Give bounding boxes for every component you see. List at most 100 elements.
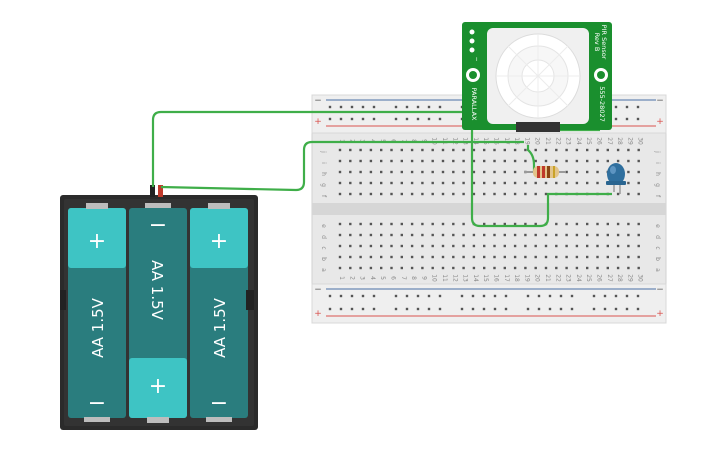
- breadboard-hole[interactable]: [616, 192, 620, 196]
- breadboard-hole[interactable]: [493, 233, 496, 237]
- breadboard-hole[interactable]: [349, 266, 352, 270]
- breadboard-hole[interactable]: [462, 266, 465, 270]
- breadboard-hole[interactable]: [493, 266, 496, 270]
- breadboard-hole[interactable]: [438, 294, 442, 298]
- breadboard-hole[interactable]: [405, 105, 409, 109]
- breadboard-hole[interactable]: [513, 192, 517, 196]
- battery-cell-1[interactable]: + AA 1.5V −: [68, 203, 126, 422]
- breadboard-hole[interactable]: [380, 192, 383, 196]
- breadboard-hole[interactable]: [349, 159, 352, 163]
- breadboard-hole[interactable]: [616, 233, 620, 237]
- breadboard-hole[interactable]: [400, 266, 403, 270]
- breadboard-hole[interactable]: [380, 255, 383, 259]
- breadboard-hole[interactable]: [400, 233, 403, 237]
- breadboard-hole[interactable]: [544, 266, 548, 270]
- breadboard-hole[interactable]: [452, 181, 455, 185]
- breadboard-hole[interactable]: [421, 222, 424, 226]
- breadboard-hole[interactable]: [438, 117, 442, 121]
- led[interactable]: [606, 163, 626, 194]
- breadboard-hole[interactable]: [472, 159, 476, 163]
- breadboard-hole[interactable]: [380, 266, 383, 270]
- wire-sensor-to-resistor[interactable]: [526, 145, 536, 172]
- breadboard-hole[interactable]: [328, 294, 332, 298]
- breadboard-hole[interactable]: [328, 105, 332, 109]
- breadboard-hole[interactable]: [390, 181, 393, 185]
- breadboard-hole[interactable]: [493, 222, 496, 226]
- breadboard-hole[interactable]: [586, 170, 589, 174]
- breadboard-hole[interactable]: [350, 105, 354, 109]
- breadboard-hole[interactable]: [460, 294, 464, 298]
- breadboard-hole[interactable]: [339, 105, 343, 109]
- breadboard-hole[interactable]: [565, 222, 568, 226]
- battery-cell-2[interactable]: − AA 1.5V +: [129, 203, 187, 423]
- breadboard-hole[interactable]: [627, 266, 630, 270]
- breadboard-hole[interactable]: [339, 117, 343, 121]
- breadboard-hole[interactable]: [555, 255, 558, 259]
- breadboard-hole[interactable]: [452, 255, 455, 259]
- breadboard-hole[interactable]: [524, 233, 527, 237]
- breadboard-hole[interactable]: [452, 148, 455, 152]
- breadboard-hole[interactable]: [471, 294, 475, 298]
- breadboard-hole[interactable]: [390, 222, 393, 226]
- breadboard-hole[interactable]: [483, 233, 486, 237]
- breadboard-hole[interactable]: [544, 233, 548, 237]
- breadboard-hole[interactable]: [606, 244, 609, 248]
- breadboard-hole[interactable]: [400, 170, 403, 174]
- breadboard-hole[interactable]: [606, 159, 609, 163]
- breadboard-hole[interactable]: [421, 192, 424, 196]
- breadboard-hole[interactable]: [555, 159, 558, 163]
- breadboard-hole[interactable]: [416, 105, 420, 109]
- breadboard-hole[interactable]: [627, 222, 630, 226]
- breadboard-hole[interactable]: [349, 233, 352, 237]
- breadboard-hole[interactable]: [350, 307, 354, 311]
- breadboard-hole[interactable]: [438, 105, 442, 109]
- breadboard-hole[interactable]: [472, 233, 476, 237]
- breadboard-hole[interactable]: [427, 294, 431, 298]
- breadboard-hole[interactable]: [452, 159, 455, 163]
- breadboard-hole[interactable]: [369, 148, 373, 152]
- breadboard-hole[interactable]: [369, 255, 373, 259]
- breadboard-hole[interactable]: [339, 307, 343, 311]
- breadboard-hole[interactable]: [338, 244, 342, 248]
- breadboard-hole[interactable]: [603, 294, 607, 298]
- breadboard-hole[interactable]: [503, 266, 506, 270]
- breadboard-hole[interactable]: [394, 294, 398, 298]
- breadboard-hole[interactable]: [625, 105, 629, 109]
- breadboard-hole[interactable]: [472, 170, 476, 174]
- breadboard-hole[interactable]: [627, 159, 630, 163]
- breadboard-hole[interactable]: [359, 255, 362, 259]
- breadboard-hole[interactable]: [586, 244, 589, 248]
- breadboard-hole[interactable]: [441, 266, 445, 270]
- breadboard-hole[interactable]: [570, 307, 574, 311]
- breadboard-hole[interactable]: [359, 192, 362, 196]
- breadboard-hole[interactable]: [462, 148, 465, 152]
- breadboard-hole[interactable]: [616, 222, 620, 226]
- breadboard-hole[interactable]: [431, 255, 434, 259]
- breadboard-hole[interactable]: [472, 244, 476, 248]
- breadboard-hole[interactable]: [503, 244, 506, 248]
- breadboard-hole[interactable]: [427, 307, 431, 311]
- breadboard-hole[interactable]: [493, 255, 496, 259]
- breadboard-hole[interactable]: [421, 181, 424, 185]
- breadboard-hole[interactable]: [369, 266, 373, 270]
- breadboard-hole[interactable]: [410, 159, 414, 163]
- breadboard-hole[interactable]: [338, 181, 342, 185]
- breadboard-hole[interactable]: [349, 222, 352, 226]
- breadboard-hole[interactable]: [390, 159, 393, 163]
- breadboard-hole[interactable]: [513, 222, 517, 226]
- breadboard-hole[interactable]: [544, 192, 548, 196]
- breadboard-hole[interactable]: [565, 255, 568, 259]
- breadboard-hole[interactable]: [361, 307, 365, 311]
- breadboard-hole[interactable]: [596, 244, 599, 248]
- breadboard-hole[interactable]: [534, 255, 537, 259]
- breadboard-hole[interactable]: [627, 148, 630, 152]
- breadboard-hole[interactable]: [410, 181, 414, 185]
- breadboard-hole[interactable]: [338, 255, 342, 259]
- wire-sensor-output[interactable]: [470, 118, 612, 228]
- breadboard-hole[interactable]: [471, 307, 475, 311]
- breadboard-hole[interactable]: [431, 244, 434, 248]
- breadboard-hole[interactable]: [350, 294, 354, 298]
- breadboard-hole[interactable]: [493, 244, 496, 248]
- breadboard-hole[interactable]: [472, 148, 476, 152]
- breadboard-hole[interactable]: [431, 170, 434, 174]
